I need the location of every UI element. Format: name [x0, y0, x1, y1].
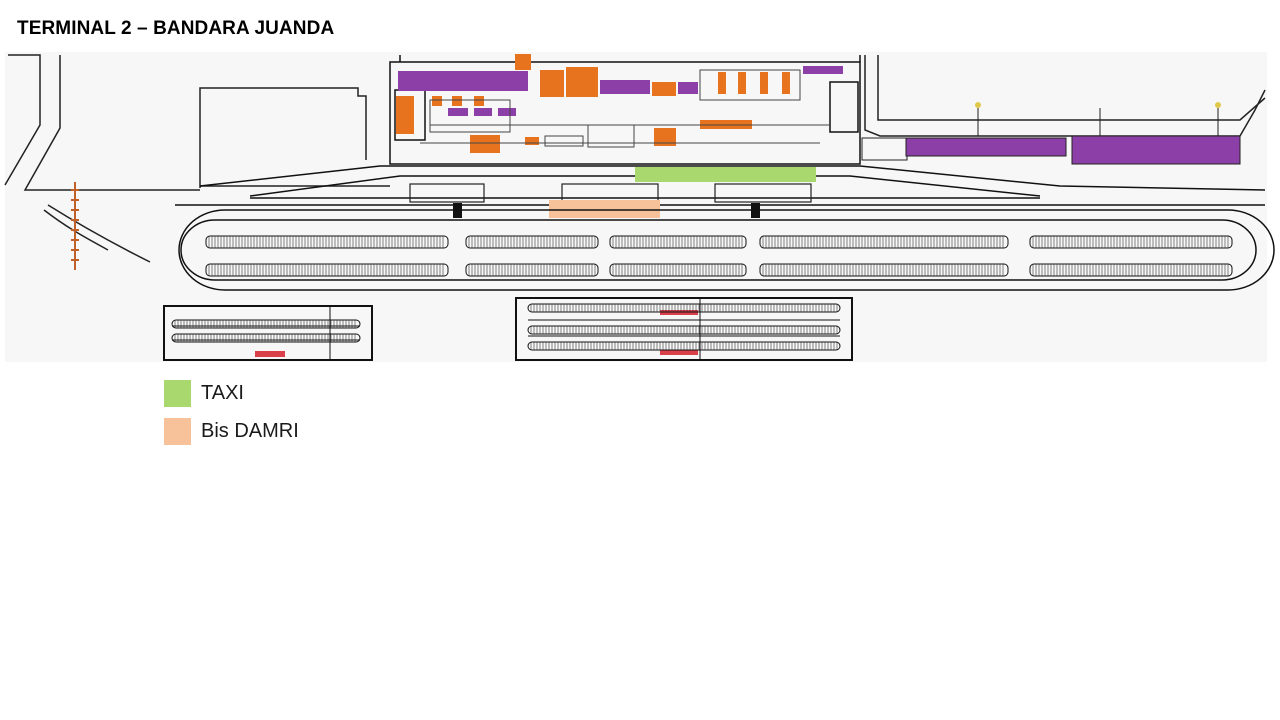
taxi-zone [635, 167, 816, 182]
parking-row [171, 333, 361, 343]
terminal-rooms [396, 54, 843, 153]
parking-stall-lines [762, 264, 1004, 276]
page-title: TERMINAL 2 – BANDARA JUANDA [17, 18, 335, 39]
parking-row [759, 235, 1009, 249]
curbside-road [175, 165, 1266, 206]
terminal-building [389, 55, 861, 165]
legend-damri-swatch [164, 418, 191, 445]
lower-stalls [171, 303, 841, 351]
parking-stall-lines [468, 264, 596, 276]
parking-building-right [515, 297, 853, 361]
parking-row [759, 263, 1009, 277]
right-pier [861, 55, 1266, 165]
parking-stall-lines [530, 326, 838, 334]
legend-taxi-label: TAXI [201, 382, 244, 404]
parking-row [1029, 235, 1233, 249]
parking-stall-lines [762, 236, 1004, 248]
left-stairs-structure [71, 182, 79, 270]
parking-stall-lines [612, 236, 743, 248]
parking-row [609, 263, 747, 277]
parking-stall-lines [1032, 236, 1229, 248]
parking-stall-lines [208, 264, 444, 276]
parking-row [205, 263, 449, 277]
left-access-roads [4, 54, 390, 263]
parking-stalls [205, 235, 1233, 277]
parking-stall-lines [530, 304, 838, 312]
curbside-canopies [409, 183, 812, 203]
parking-row [171, 319, 361, 329]
terminal-interior-details [420, 69, 830, 148]
legend-damri-label: Bis DAMRI [201, 420, 299, 442]
parking-stall-lines [530, 342, 838, 350]
parking-stall-lines [1032, 264, 1229, 276]
parking-building-left [163, 305, 373, 361]
parking-stall-lines [174, 334, 356, 342]
parking-row [205, 235, 449, 249]
parking-loop [178, 209, 1275, 291]
parking-stall-lines [208, 236, 444, 248]
parking-stall-lines [612, 264, 743, 276]
damri-zone [549, 200, 660, 218]
parking-row [1029, 263, 1233, 277]
legend-taxi-swatch [164, 380, 191, 407]
parking-stall-lines [468, 236, 596, 248]
parking-row [609, 235, 747, 249]
parking-stall-lines [174, 320, 356, 328]
